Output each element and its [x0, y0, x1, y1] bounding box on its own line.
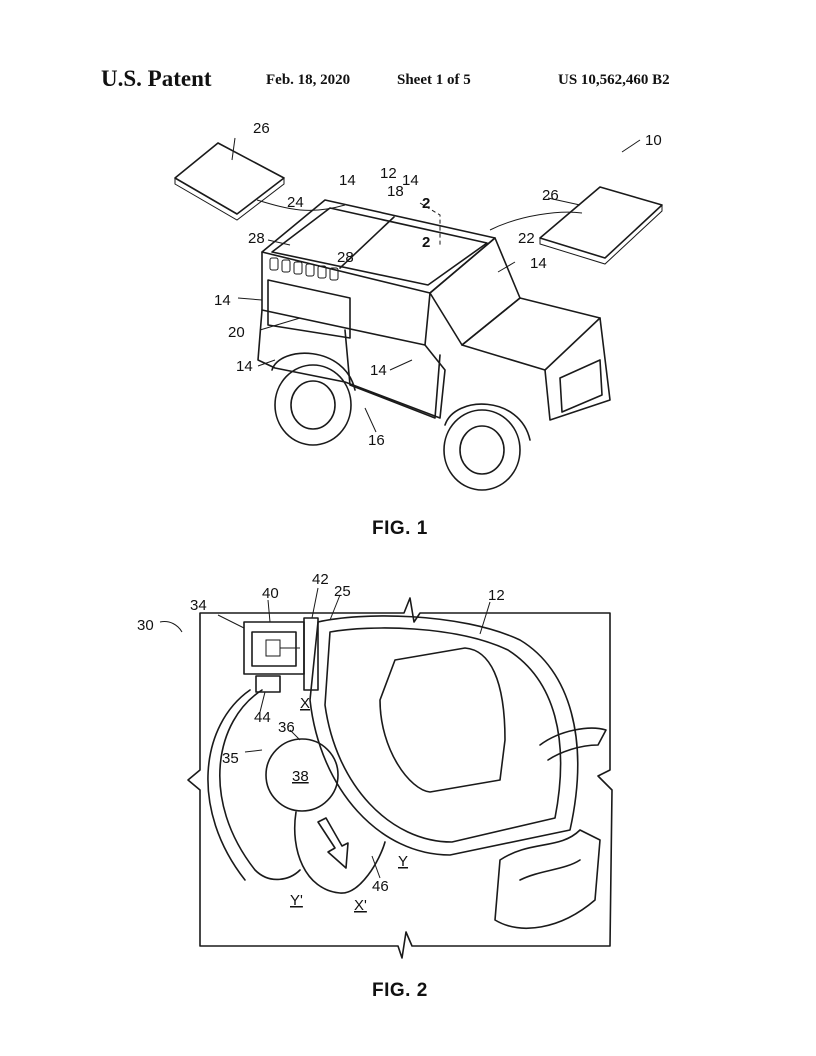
fig1-label-18: 18	[387, 183, 404, 200]
fig2-label-X: X	[300, 695, 310, 712]
fig1-label-22: 22	[518, 230, 535, 247]
fig1-label-16: 16	[368, 432, 385, 449]
fig1-label-2b: 2	[422, 234, 430, 251]
fig1-label-14d: 14	[214, 292, 231, 309]
fig2-label-30: 30	[137, 617, 154, 634]
fig1-label-28b: 28	[337, 249, 354, 266]
frame-tube	[309, 615, 579, 856]
fig2-label-38: 38	[292, 768, 309, 785]
fig2-label-34: 34	[190, 597, 207, 614]
fig1-label-28a: 28	[248, 230, 265, 247]
fig1-label-26b: 26	[542, 187, 559, 204]
fig2-label-12: 12	[488, 587, 505, 604]
fig1-label-14e: 14	[236, 358, 253, 375]
fig1-label-14b: 14	[402, 172, 419, 189]
fig1-label-14f: 14	[370, 362, 387, 379]
sheet-number: Sheet 1 of 5	[397, 72, 471, 88]
fig2-label-44: 44	[254, 709, 271, 726]
fig2-label-46: 46	[372, 878, 389, 895]
fig2-label-42: 42	[312, 571, 329, 588]
fig1-label-14a: 14	[339, 172, 356, 189]
fig2-label-Yprime: Y'	[290, 892, 303, 909]
fig1-label-10: 10	[645, 132, 662, 149]
fig1-label-26a: 26	[253, 120, 270, 137]
cylinder-38	[265, 738, 339, 812]
patent-date: Feb. 18, 2020	[266, 72, 351, 88]
fig1-label-2a: 2	[422, 195, 430, 212]
fig2-label-25: 25	[334, 583, 351, 600]
fig2-label-Y: Y	[398, 853, 408, 870]
fig1-label-14c: 14	[530, 255, 547, 272]
fig2-label-Xprime: X'	[354, 897, 367, 914]
fig1-label-24: 24	[287, 194, 304, 211]
fig1-label-20: 20	[228, 324, 245, 341]
fig2-label-36: 36	[278, 719, 295, 736]
patent-title: U.S. Patent	[101, 66, 212, 91]
patent-number: US 10,562,460 B2	[558, 72, 670, 88]
section-frame	[187, 597, 613, 959]
fig1-caption: FIG. 1	[372, 518, 428, 539]
fig2-caption: FIG. 2	[372, 980, 428, 1001]
fig2-label-35: 35	[222, 750, 239, 767]
fig1-label-12: 12	[380, 165, 397, 182]
fig2-label-40: 40	[262, 585, 279, 602]
